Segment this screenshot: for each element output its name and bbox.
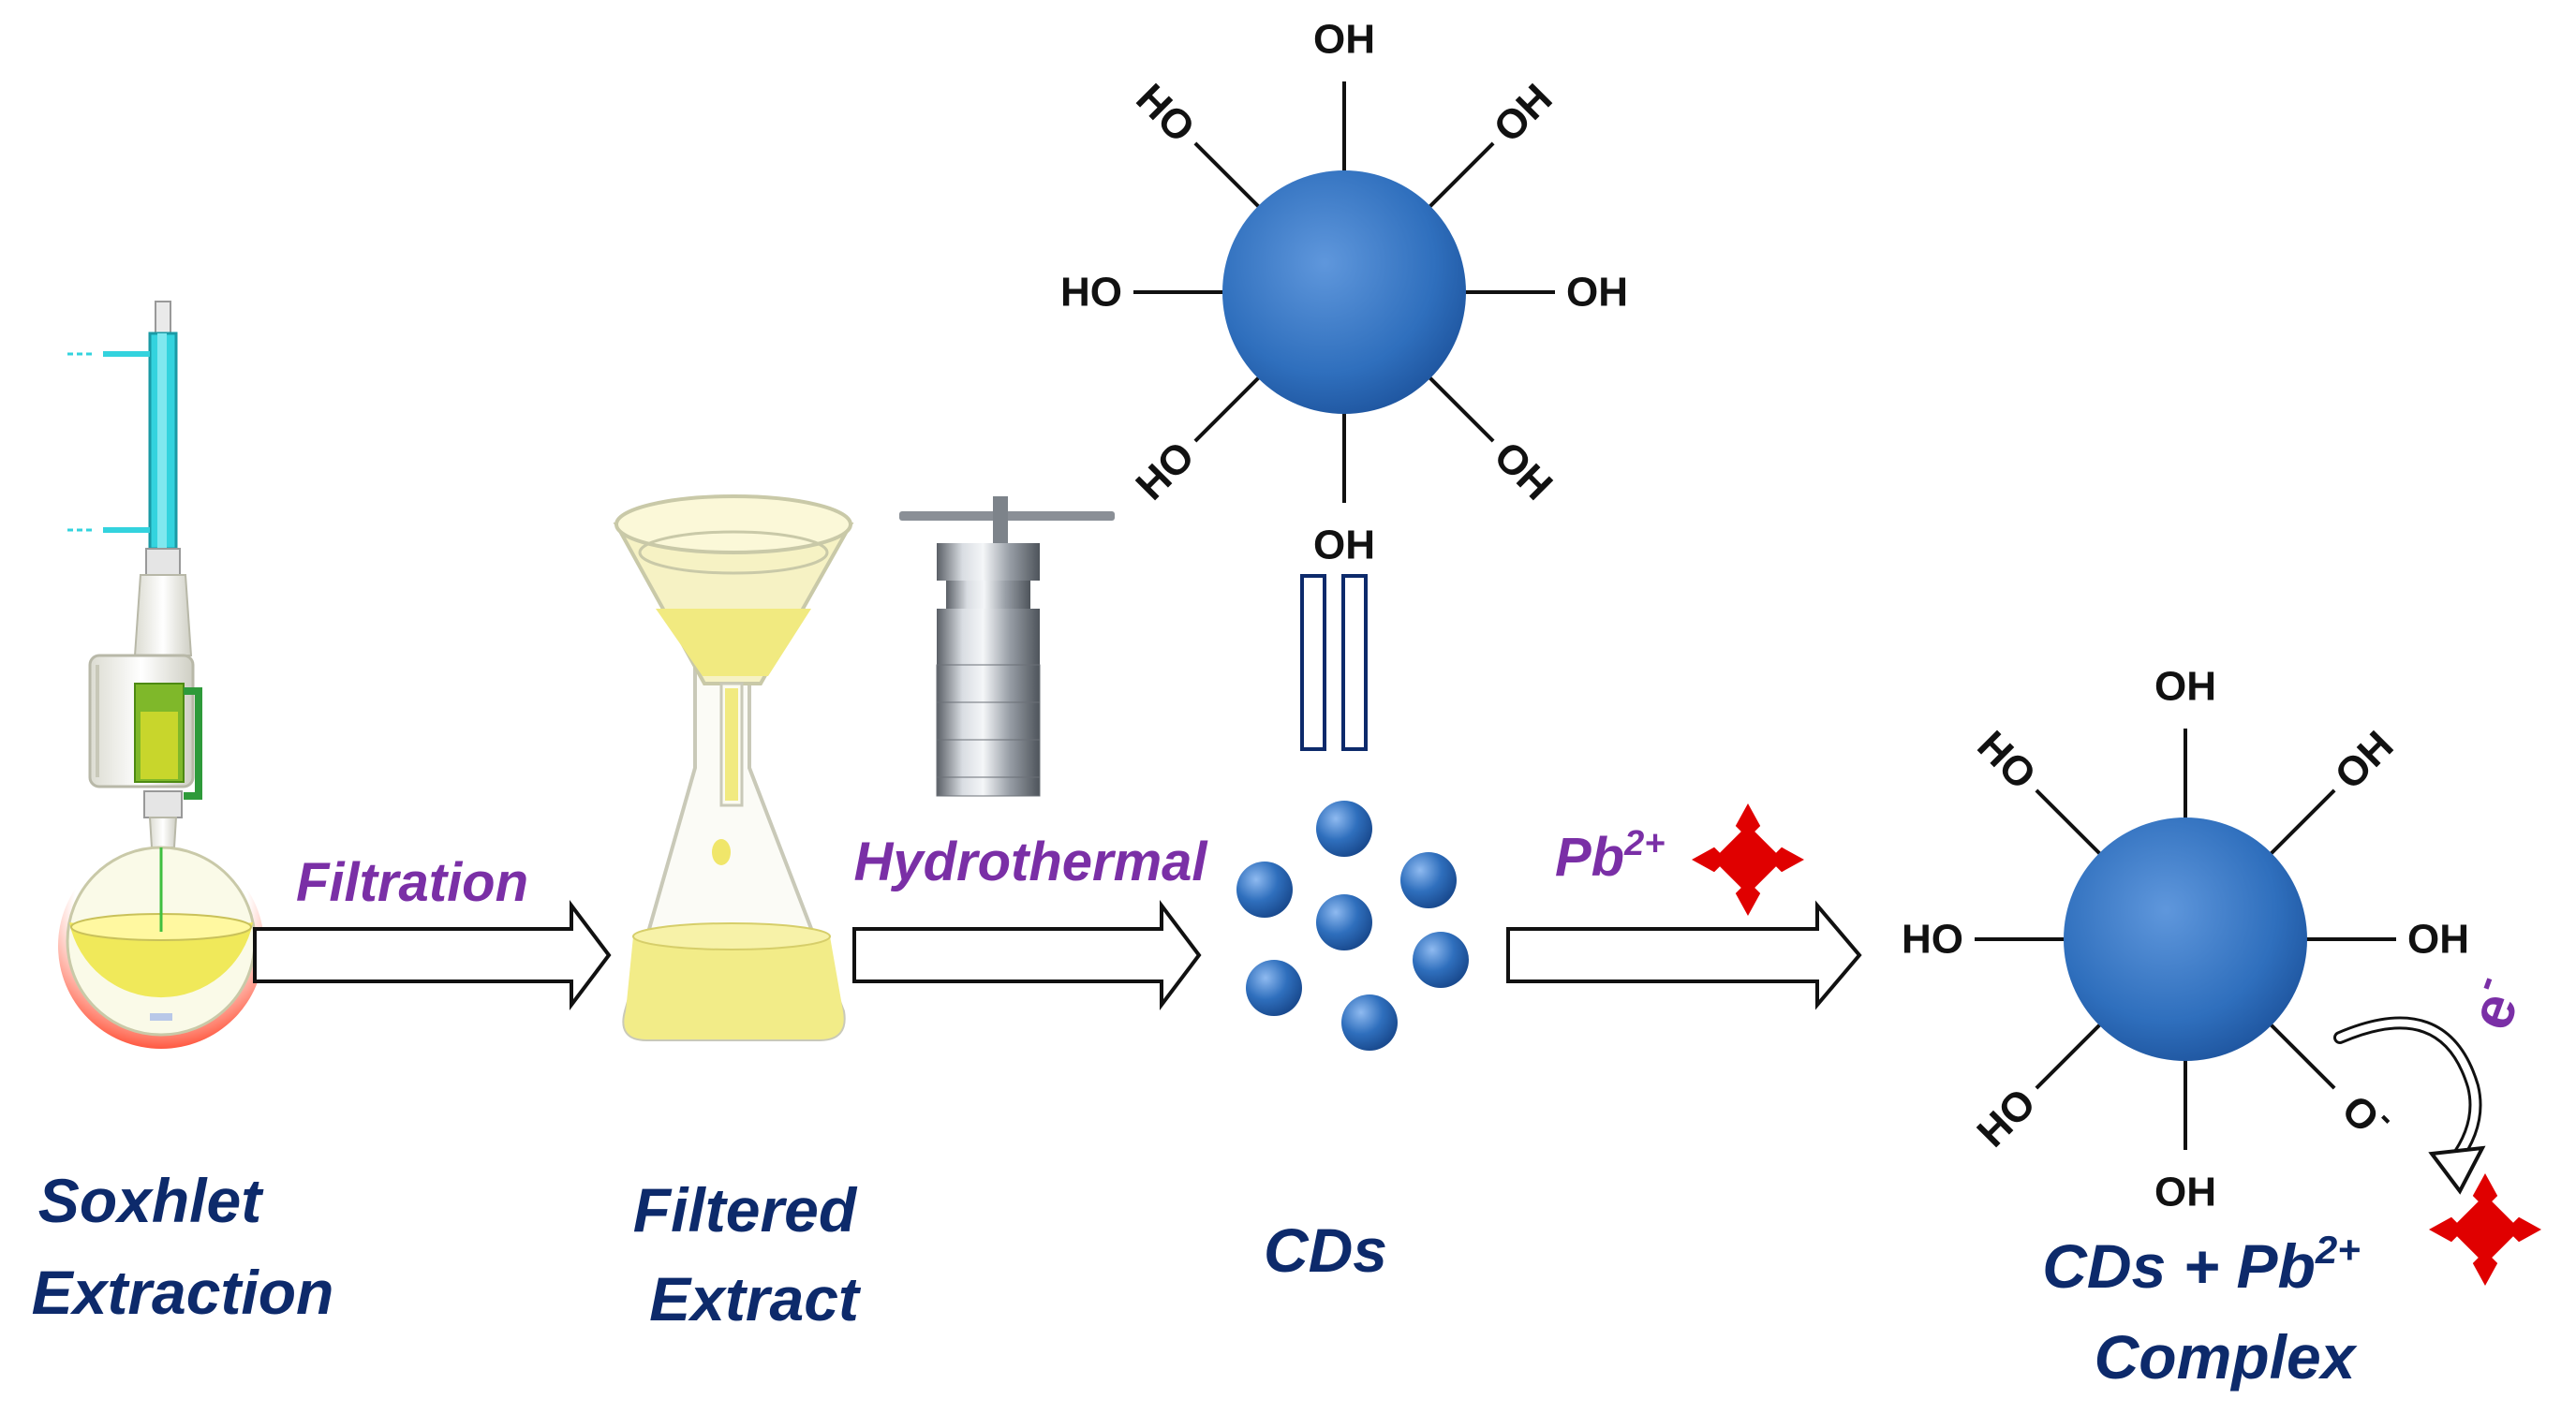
arrow-hydrothermal bbox=[852, 900, 1202, 1010]
pb-ion-label: Pb2+ bbox=[1555, 824, 1665, 888]
functional-group-label: OH bbox=[1313, 17, 1375, 63]
functional-group-label: OH bbox=[1313, 523, 1375, 568]
functional-group-label: HO bbox=[1968, 1080, 2044, 1156]
functional-group-label: HO bbox=[1902, 917, 1963, 963]
bond-line bbox=[1193, 368, 1268, 443]
carbon-dot-cluster-icon bbox=[1236, 801, 1469, 1051]
lead-ion-icon bbox=[2429, 1173, 2541, 1286]
bond-line bbox=[1420, 368, 1495, 443]
functional-group-label: OH bbox=[2154, 1170, 2216, 1215]
hydrothermal-label: Hydrothermal bbox=[853, 832, 1208, 892]
functional-group-label: OH bbox=[2407, 917, 2469, 963]
stage-label-complex-line1: CDs + Pb2+ bbox=[2042, 1228, 2360, 1301]
bond-line bbox=[2035, 788, 2110, 863]
stage-label-filtered-line2: Extract bbox=[649, 1264, 862, 1333]
autoclave-icon bbox=[899, 496, 1115, 797]
functional-group-label: OH bbox=[1566, 270, 1628, 316]
functional-group-label: HO bbox=[1127, 433, 1203, 508]
electron-label: e- bbox=[2450, 968, 2535, 1038]
lead-ion-shape bbox=[1692, 803, 1804, 916]
lead-ion-icon bbox=[1692, 803, 1804, 916]
functional-group-label: HO bbox=[1127, 75, 1203, 151]
functional-group-label: O- bbox=[2332, 1078, 2404, 1149]
filtration-label: Filtration bbox=[296, 852, 528, 913]
lead-ion-shape bbox=[2429, 1173, 2541, 1286]
stage-label-filtered-line1: Filtered bbox=[633, 1175, 858, 1245]
bond-line bbox=[1420, 141, 1495, 216]
carbon-dot-sphere bbox=[2064, 817, 2307, 1061]
functional-group-label: OH bbox=[2326, 722, 2402, 798]
bond-line bbox=[2261, 788, 2336, 863]
molecule-top: OH OH OH OH OH HO HO HO bbox=[1060, 17, 1628, 568]
bond-line bbox=[1193, 141, 1268, 216]
soxhlet-apparatus-icon bbox=[58, 301, 264, 1049]
electron-transfer-arrow bbox=[2333, 1016, 2486, 1195]
functional-group-label: OH bbox=[2154, 664, 2216, 710]
molecule-right: OH OH OH O- OH HO HO HO e- bbox=[1902, 664, 2536, 1215]
functional-group-label: OH bbox=[1485, 433, 1561, 508]
filter-flask-icon bbox=[613, 494, 854, 1041]
stage-label-soxhlet-line2: Extraction bbox=[32, 1258, 334, 1327]
bond-line bbox=[2261, 1015, 2336, 1090]
equivalence-symbol bbox=[1300, 574, 1368, 751]
stage-label-soxhlet-line1: Soxhlet bbox=[38, 1166, 264, 1235]
functional-group-label: OH bbox=[1485, 75, 1561, 151]
stage-label-cds: CDs bbox=[1264, 1215, 1387, 1285]
functional-group-label: HO bbox=[1060, 270, 1122, 316]
arrow-filtration bbox=[253, 900, 612, 1010]
bond-line bbox=[2035, 1015, 2110, 1090]
stage-label-complex-line2: Complex bbox=[2095, 1322, 2358, 1392]
functional-group-label: HO bbox=[1968, 722, 2044, 798]
carbon-dot-sphere bbox=[1222, 170, 1466, 414]
arrow-pb-addition bbox=[1506, 900, 1862, 1010]
